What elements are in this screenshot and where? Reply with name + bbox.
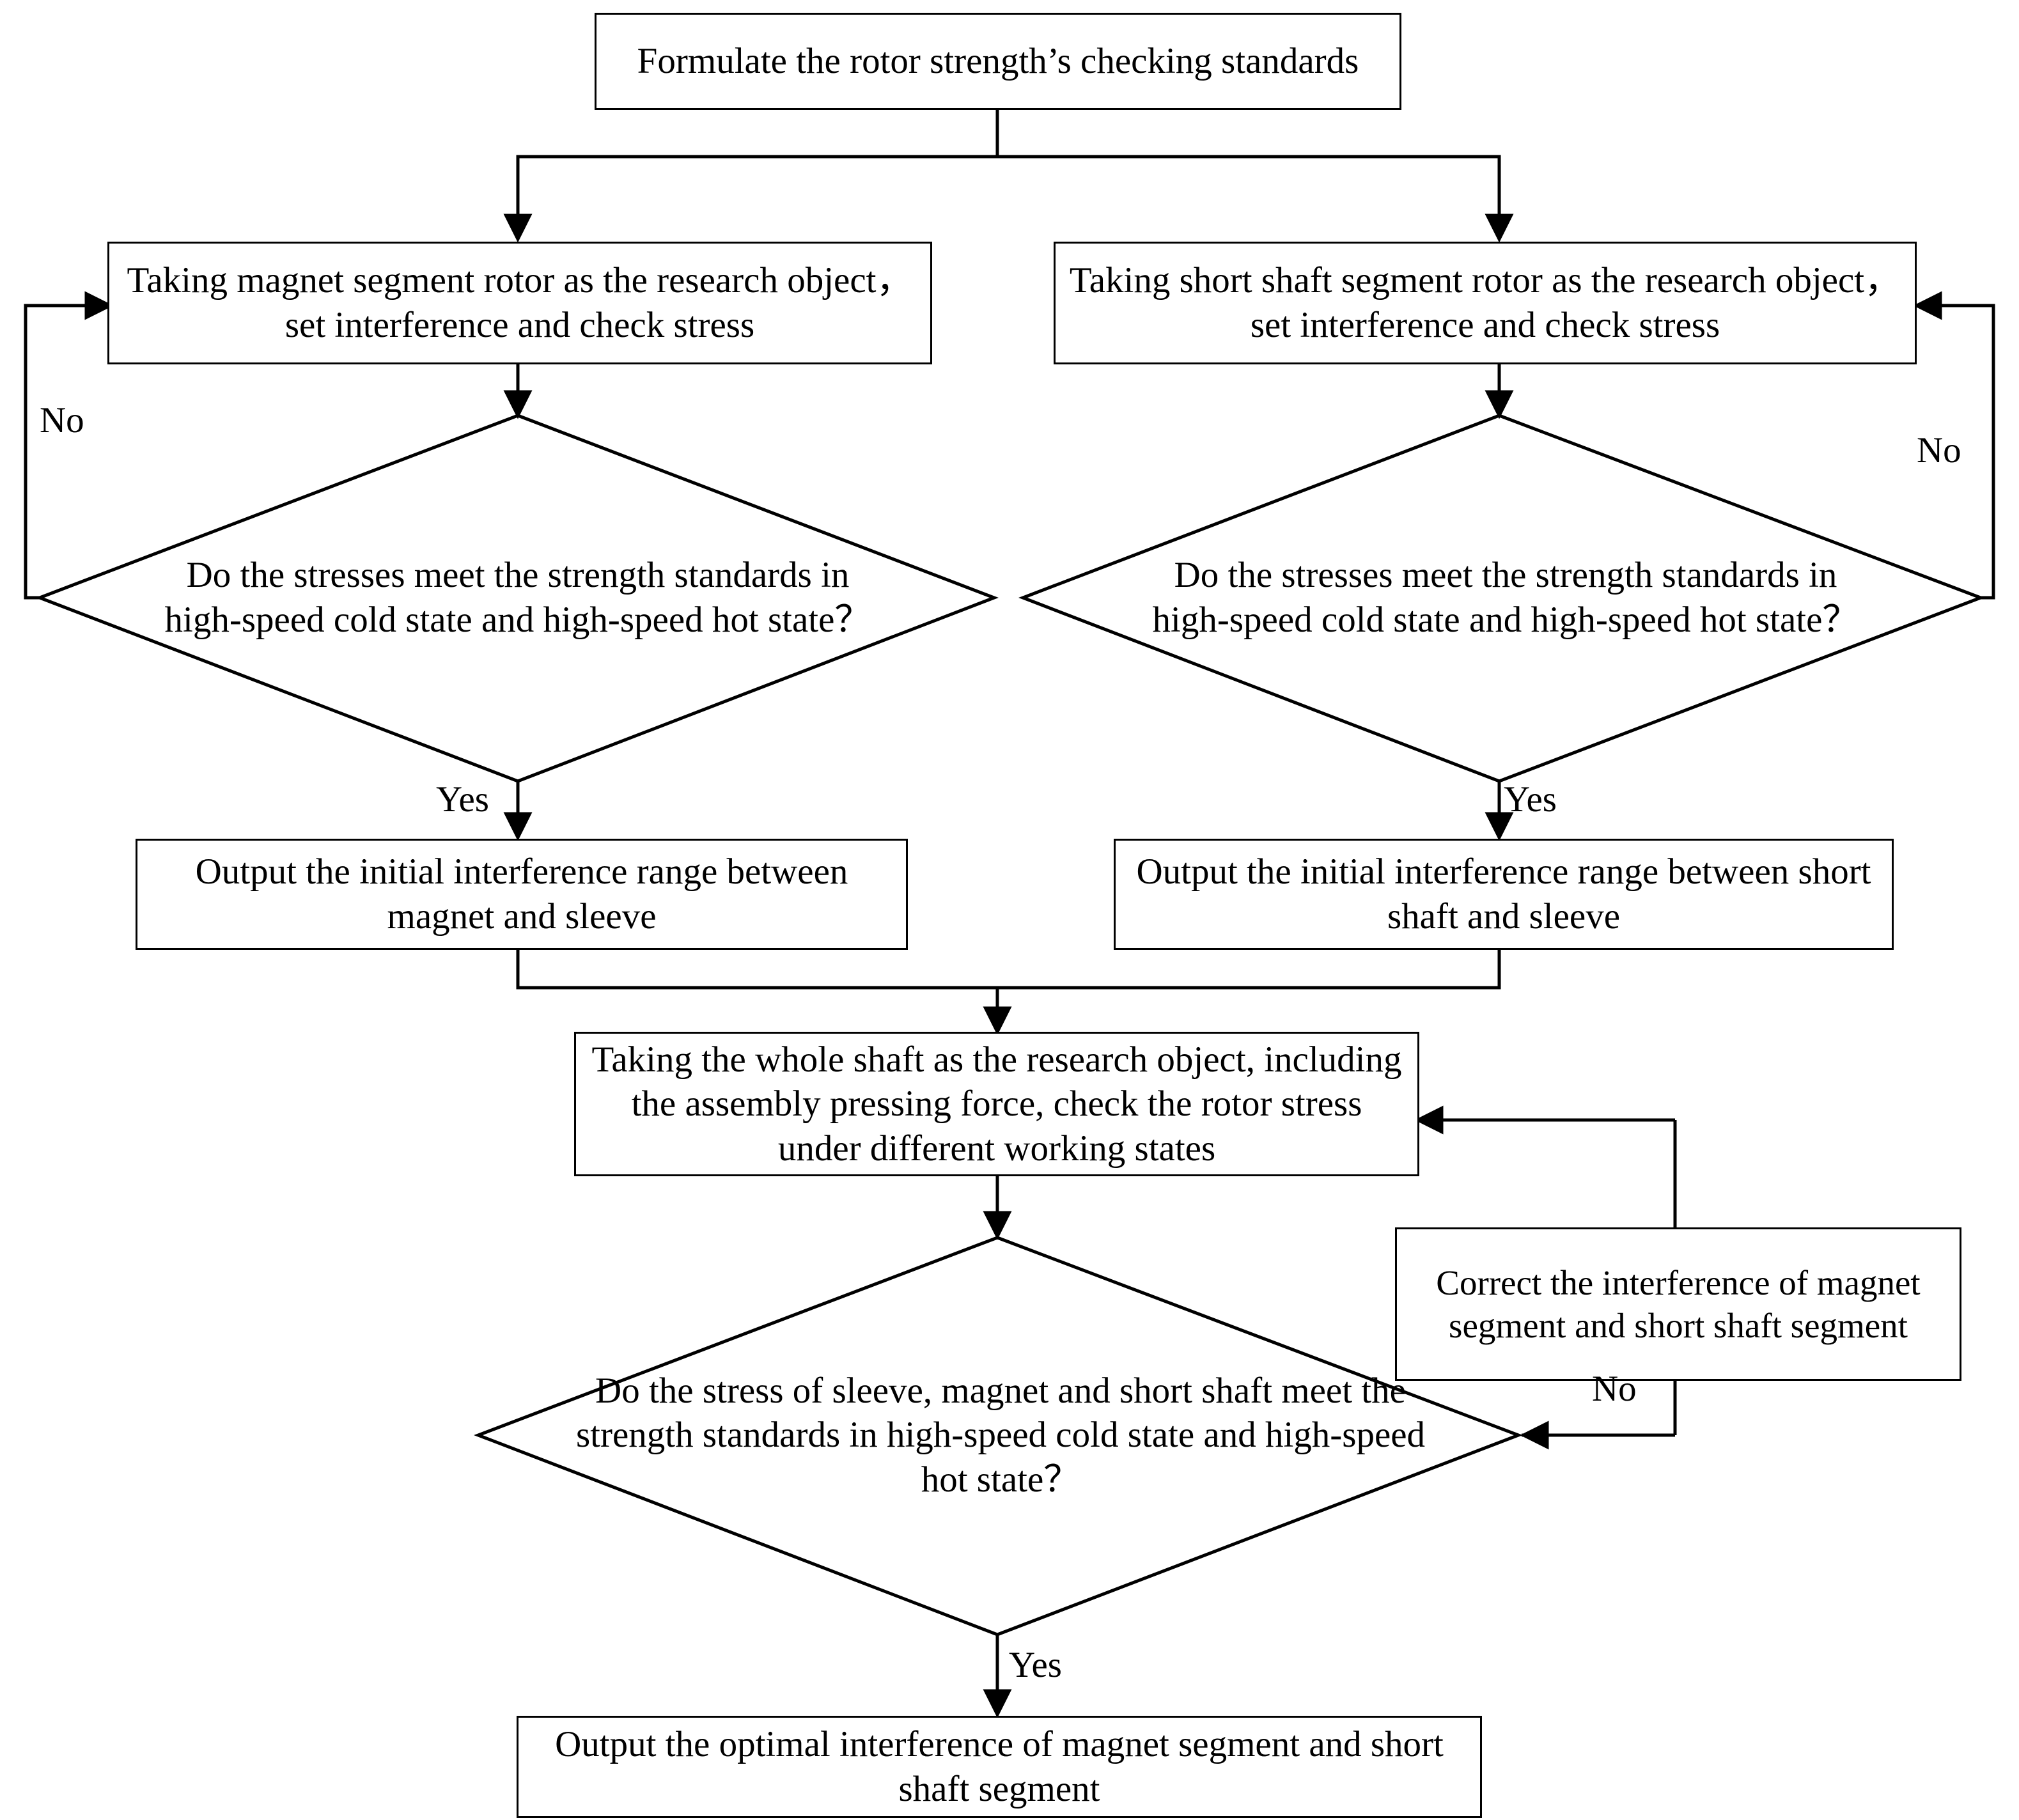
node-whole-shaft-label: Taking the whole shaft as the research o… [591, 1039, 1402, 1169]
edge-label-right-no: No [1917, 430, 1961, 471]
node-left-decision[interactable]: Do the stresses meet the strength standa… [153, 505, 882, 690]
edge-right-output-down [997, 950, 1501, 990]
edge-left-output-down [516, 950, 997, 990]
node-start[interactable]: Formulate the rotor strength’s checking … [595, 13, 1401, 110]
edge-label-left-no-text: No [40, 400, 84, 440]
node-left-output-label: Output the initial interference range be… [195, 852, 848, 937]
node-right-process[interactable]: Taking short shaft segment rotor as the … [1054, 242, 1917, 364]
node-correct-label: Correct the interference of magnet segme… [1436, 1263, 1921, 1345]
edge-start-split-right [997, 155, 1514, 243]
node-left-output[interactable]: Output the initial interference range be… [136, 839, 908, 950]
edge-left-no-loop [24, 291, 114, 600]
node-final-decision-label: Do the stress of sleeve, magnet and shor… [575, 1370, 1426, 1500]
edge-label-final-yes-text: Yes [1009, 1645, 1062, 1685]
node-start-label: Formulate the rotor strength’s checking … [637, 41, 1359, 82]
edge-start-split [503, 110, 999, 243]
node-left-process-label: Taking magnet segment rotor as the resea… [127, 260, 913, 345]
node-whole-shaft[interactable]: Taking the whole shaft as the research o… [574, 1032, 1419, 1176]
edge-label-left-yes-text: Yes [436, 779, 489, 820]
node-left-decision-label: Do the stresses meet the strength standa… [164, 555, 871, 640]
edge-label-right-yes-text: Yes [1504, 779, 1557, 820]
edge-label-final-no: No [1592, 1368, 1637, 1410]
node-right-output-label: Output the initial interference range be… [1136, 852, 1871, 937]
node-right-decision-label: Do the stresses meet the strength standa… [1152, 555, 1859, 640]
node-final-output[interactable]: Output the optimal interference of magne… [517, 1716, 1482, 1818]
node-final-decision[interactable]: Do the stress of sleeve, magnet and shor… [556, 1342, 1445, 1528]
edge-label-left-yes: Yes [436, 779, 489, 820]
node-correct[interactable]: Correct the interference of magnet segme… [1395, 1227, 1961, 1381]
node-right-decision[interactable]: Do the stresses meet the strength standa… [1144, 505, 1867, 690]
edge-label-final-no-text: No [1592, 1369, 1637, 1409]
node-right-output[interactable]: Output the initial interference range be… [1114, 839, 1894, 950]
node-final-output-label: Output the optimal interference of magne… [555, 1724, 1444, 1809]
edge-label-final-yes: Yes [1009, 1644, 1062, 1686]
node-right-process-label: Taking short shaft segment rotor as the … [1069, 260, 1901, 345]
edge-label-right-no-text: No [1917, 430, 1961, 471]
node-left-process[interactable]: Taking magnet segment rotor as the resea… [107, 242, 932, 364]
edge-label-right-yes: Yes [1504, 779, 1557, 820]
edge-label-left-no: No [40, 400, 84, 441]
